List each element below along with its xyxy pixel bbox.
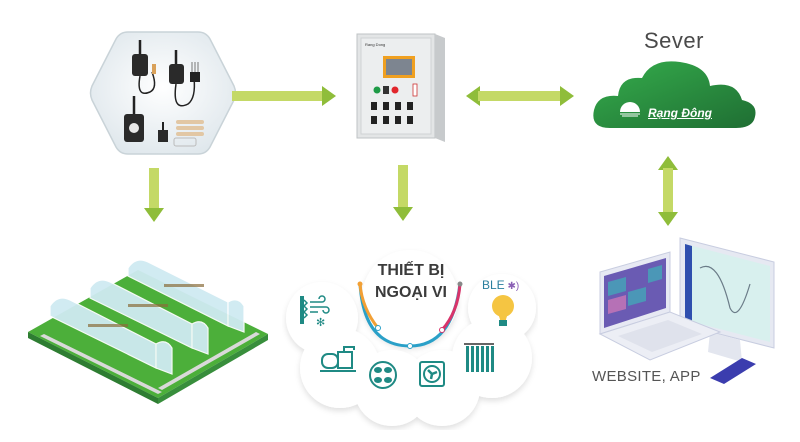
svg-text:Rang Dong: Rang Dong: [365, 42, 385, 47]
sensor-devices-node: [88, 28, 238, 158]
greenhouse-node: [28, 240, 268, 410]
exhaust-fan-icon: [419, 361, 445, 387]
svg-text:✻: ✻: [316, 316, 325, 328]
water-pump-icon: [320, 346, 356, 372]
rang-dong-logo-icon: [620, 102, 640, 117]
air-conditioner-icon: ✻: [300, 295, 330, 328]
cloud-icon: [593, 61, 756, 128]
clients-node: WEBSITE, APP: [590, 228, 780, 398]
computer-devices-icon: [598, 237, 775, 362]
server-node: Sever Rạng Đông: [590, 24, 760, 134]
greenhouse-icon: [28, 259, 268, 404]
light-bulb-icon: [492, 295, 514, 326]
heater-icon: [464, 343, 494, 372]
control-cabinet-node: Rang Dong: [355, 32, 447, 142]
sensor-devices-icon: [89, 31, 237, 155]
peripherals-node: THIẾT BỊ NGOẠI VI ✻ BLE: [282, 248, 538, 430]
ceiling-fan-icon: [369, 361, 397, 389]
bluetooth-icon: ✱): [504, 281, 520, 292]
smartphone-icon: [710, 358, 756, 384]
peripherals-title-line2: NGOẠI VI: [374, 284, 447, 301]
ble-label: BLE ✱): [482, 278, 519, 292]
clients-label: WEBSITE, APP: [592, 368, 701, 385]
control-cabinet-icon: Rang Dong: [356, 33, 445, 142]
server-brand: Rạng Đông: [648, 106, 712, 120]
peripherals-title-line1: THIẾT BỊ: [377, 262, 445, 279]
ble-text: BLE: [482, 278, 505, 292]
server-label: Sever: [644, 28, 704, 53]
peripherals-title: THIẾT BỊ NGOẠI VI: [366, 260, 456, 304]
peripherals-background: [286, 250, 536, 426]
